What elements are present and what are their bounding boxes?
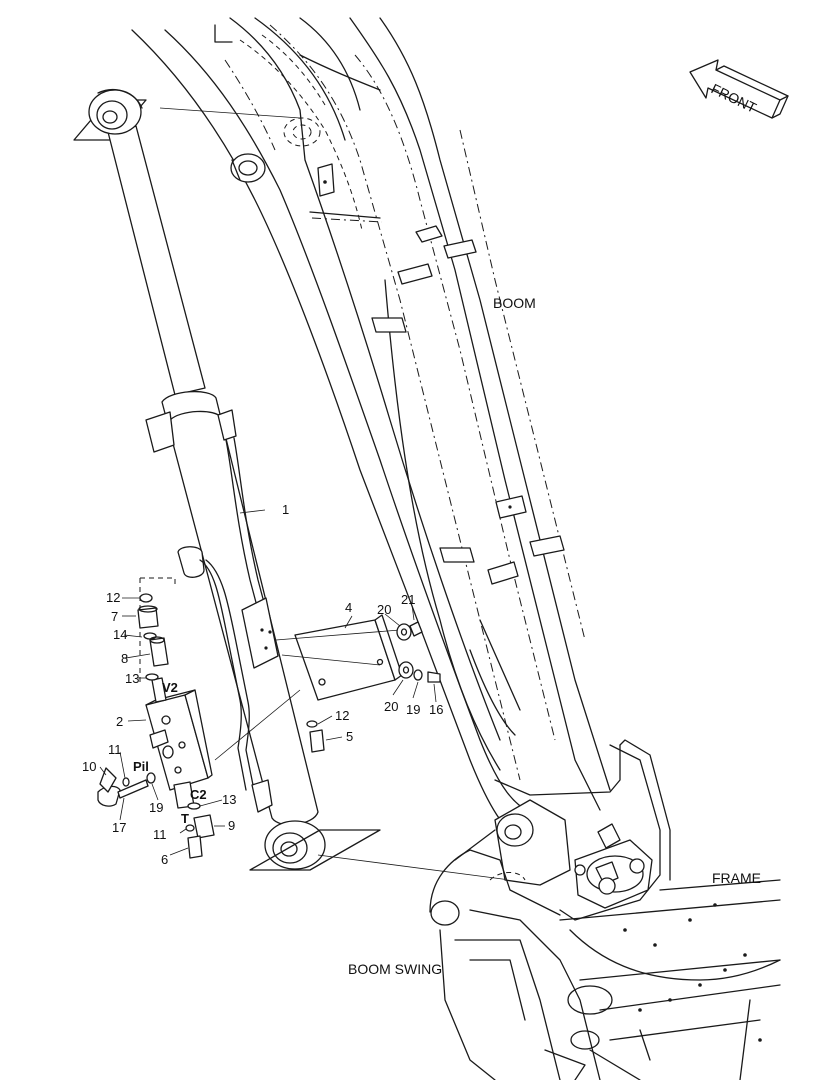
callout-5: 5 xyxy=(346,729,353,744)
callout-19b: 19 xyxy=(406,702,420,717)
port-c2-label: C2 xyxy=(190,787,207,802)
callout-4: 4 xyxy=(345,600,352,615)
part-callouts: 1 2 4 5 6 7 8 9 10 11 11 12 12 13 13 14 … xyxy=(82,502,443,867)
callout-leaders xyxy=(99,509,437,856)
callout-12b: 12 xyxy=(335,708,349,723)
callout-21: 21 xyxy=(401,592,415,607)
callout-9: 9 xyxy=(228,818,235,833)
valve-block-assembly xyxy=(97,577,215,859)
callout-14: 14 xyxy=(113,627,127,642)
callout-7: 7 xyxy=(111,609,118,624)
callout-13b: 13 xyxy=(222,792,236,807)
boom-label: BOOM xyxy=(493,295,536,311)
boom-structure xyxy=(131,17,621,841)
callout-1: 1 xyxy=(282,502,289,517)
callout-11b: 11 xyxy=(153,827,167,842)
frame-label: FRAME xyxy=(712,870,761,886)
section-labels: BOOM FRAME BOOM SWING xyxy=(348,295,761,977)
callout-2: 2 xyxy=(116,714,123,729)
callout-8: 8 xyxy=(121,651,128,666)
callout-12a: 12 xyxy=(106,590,120,605)
callout-13a: 13 xyxy=(125,671,139,686)
callout-20a: 20 xyxy=(377,602,391,617)
callout-6: 6 xyxy=(161,852,168,867)
swing-frame-structure xyxy=(429,739,781,1080)
callout-16: 16 xyxy=(429,702,443,717)
port-v2-label: V2 xyxy=(162,680,178,695)
port-pil-label: Pil xyxy=(133,759,149,774)
callout-19a: 19 xyxy=(149,800,163,815)
callout-20b: 20 xyxy=(384,699,398,714)
boom-swing-label: BOOM SWING xyxy=(348,961,442,977)
callout-17: 17 xyxy=(112,820,126,835)
boom-cylinder xyxy=(73,89,511,881)
callout-10: 10 xyxy=(82,759,96,774)
port-labels: V2 Pil C2 T xyxy=(133,680,207,826)
bracket-assembly xyxy=(214,614,441,761)
callout-11a: 11 xyxy=(108,742,122,757)
port-t-label: T xyxy=(181,811,189,826)
